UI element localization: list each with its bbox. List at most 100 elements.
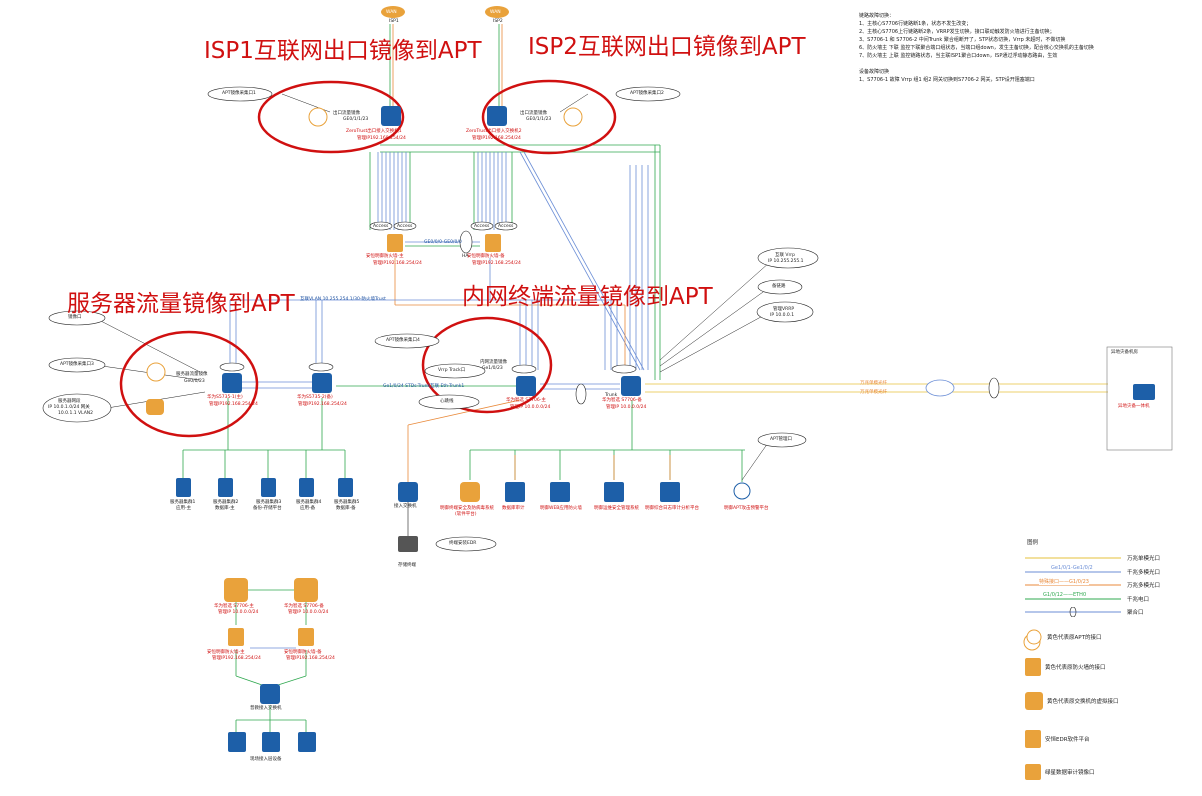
callout-ellipses bbox=[42, 86, 1000, 552]
legend-line-label-3: 特殊接口——G1/0/23 bbox=[1039, 578, 1089, 585]
notes-heading-link: 链路故障切换： bbox=[859, 13, 895, 19]
egress-switch-1[interactable] bbox=[381, 106, 401, 126]
waf-icon[interactable] bbox=[550, 482, 570, 502]
access-switch-label: 接入交换机 bbox=[394, 504, 417, 509]
terminal-icon[interactable] bbox=[398, 536, 418, 552]
lower-core-a-icon[interactable] bbox=[224, 578, 248, 602]
notes-line: 2、主核心S7706上行链路断2条，VRRP发生切换，接口联动触发防火墙进行主备… bbox=[859, 29, 1055, 35]
server-switch-1[interactable] bbox=[222, 373, 242, 393]
remote-room-box bbox=[1106, 346, 1173, 451]
isp1-mirror-ellipse bbox=[257, 80, 405, 154]
core-switch-1-name: 华为智选 S7706-主 bbox=[506, 398, 546, 403]
server-5-icon[interactable] bbox=[338, 478, 353, 497]
legend-line-3 bbox=[1025, 584, 1121, 586]
field-device-2-icon[interactable] bbox=[262, 732, 280, 752]
callout-apt-mgmt: APT管理口 bbox=[770, 437, 793, 442]
intranet-mirror-headline: 内网终端流量镜像到APT bbox=[462, 284, 713, 310]
log-audit-icon[interactable] bbox=[660, 482, 680, 502]
apt-probe-1-label: APT镜像采集口1 bbox=[222, 91, 256, 96]
apt-probe-3-label: APT镜像采集口3 bbox=[60, 362, 94, 367]
core-switch-2-name: 华为智选 S7706-备 bbox=[602, 398, 642, 403]
lower-core-a-ip: 管理IP 10.0.0.0/24 bbox=[218, 610, 259, 615]
apt-probe-icons bbox=[146, 107, 1041, 651]
legend-edr-icon bbox=[1025, 730, 1041, 748]
vrrp-track-label: Vrrp Track口 bbox=[438, 368, 466, 373]
legend-switch-icon bbox=[1025, 692, 1043, 710]
legend-line-label-2: Ge1/0/1-Ge1/0/2 bbox=[1051, 565, 1093, 571]
legend-line-1 bbox=[1025, 557, 1121, 559]
mirror-highlight-ellipses bbox=[119, 79, 617, 438]
platform-2-name: 数据库审计 bbox=[502, 506, 525, 511]
core-switch-1[interactable] bbox=[516, 376, 536, 396]
remote-room-label: 异地灾备机房 bbox=[1111, 350, 1138, 355]
isp2-mirror-headline: ISP2互联网出口镜像到APT bbox=[528, 34, 806, 60]
trunk-label: Trunk bbox=[605, 393, 618, 398]
server-switch-1-ip: 管理IP192.168.254/24 bbox=[209, 402, 258, 407]
isp2-mirror-ellipse bbox=[481, 79, 617, 155]
lower-core-b-icon[interactable] bbox=[294, 578, 318, 602]
server-3-role: 备份-存储平台 bbox=[253, 506, 282, 511]
legend-line-5 bbox=[1025, 607, 1121, 617]
egress-switch-2-ip: 管理IP192.168.254/24 bbox=[472, 136, 521, 141]
callout-mgmt-vrrp-ip: IP 10.0.0.1 bbox=[770, 313, 795, 318]
intranet-mirror-ellipse bbox=[421, 316, 553, 414]
legend-title: 图例 bbox=[1027, 540, 1039, 546]
access-badge: Access bbox=[373, 224, 389, 229]
lower-fw-a-name: 安恒明御防火墙-主 bbox=[207, 650, 245, 655]
notes-heading-device: 设备故障切换 bbox=[859, 69, 890, 75]
apt-probe-2-icon bbox=[563, 107, 583, 127]
access-switch[interactable] bbox=[398, 482, 418, 502]
legend-desc-1: 万兆单模光口 bbox=[1127, 556, 1161, 562]
firewall-main[interactable] bbox=[387, 234, 403, 252]
callout-standby: 备链路 bbox=[772, 284, 786, 289]
platform-5-name: 明御综合日志审计分析平台 bbox=[645, 506, 699, 511]
egress-switch-2-name: ZeroTrust出口接入交换机2 bbox=[466, 129, 522, 134]
server-switch-2[interactable] bbox=[312, 373, 332, 393]
lower-fw-a-icon[interactable] bbox=[228, 628, 244, 646]
remote-device-icon[interactable] bbox=[1133, 384, 1155, 400]
core-mirror-label: 内网流量镜像 bbox=[480, 360, 507, 365]
server-mirror-headline: 服务器流量镜像到APT bbox=[67, 291, 295, 317]
server-switch-2-name: 华为S5735-2(备) bbox=[297, 395, 333, 400]
data-audit-mirror-device[interactable] bbox=[146, 399, 164, 415]
server-1-role: 应用-主 bbox=[176, 506, 192, 511]
firewall-main-ip: 管理IP192.168.254/24 bbox=[373, 261, 422, 266]
firewall-backup[interactable] bbox=[485, 234, 501, 252]
legend-desc-2: 千兆多模光口 bbox=[1127, 570, 1161, 576]
firewall-backup-name: 安恒明御防火墙-备 bbox=[467, 254, 505, 259]
bastion-icon[interactable] bbox=[604, 482, 624, 502]
ha-badge: HA bbox=[462, 254, 469, 259]
terminal-label: 存储终端 bbox=[398, 563, 416, 568]
lower-fw-b-icon[interactable] bbox=[298, 628, 314, 646]
legend-desc-3: 万兆多模光口 bbox=[1127, 583, 1161, 589]
edr-platform-icon[interactable] bbox=[460, 482, 480, 502]
field-devices-label: 现场接入层设备 bbox=[250, 757, 282, 762]
wan-right-label: ISP2 bbox=[493, 19, 503, 24]
platform-3-name: 明御WEB应用防火墙 bbox=[540, 506, 582, 511]
server-3-icon[interactable] bbox=[261, 478, 276, 497]
notes-line: 7、防火墙主 上联 监控链路状态，当主联ISP1聚合口down，ISP通过浮动静… bbox=[859, 53, 1058, 59]
server-4-icon[interactable] bbox=[299, 478, 314, 497]
server-switch-1-name: 华为S5735-1(主) bbox=[207, 395, 243, 400]
field-device-1-icon[interactable] bbox=[228, 732, 246, 752]
access-badge: Access bbox=[397, 224, 413, 229]
field-device-3-icon[interactable] bbox=[298, 732, 316, 752]
server-4-role: 应用-备 bbox=[300, 506, 316, 511]
legend-line-4 bbox=[1025, 598, 1121, 600]
server-1-icon[interactable] bbox=[176, 478, 191, 497]
db-audit-icon[interactable] bbox=[505, 482, 525, 502]
server-mirror-ellipse bbox=[119, 330, 259, 438]
server-2-role: 数据库-主 bbox=[215, 506, 235, 511]
server-3-name: 服务器集群3 bbox=[256, 500, 282, 505]
platform-1-sub: (软件平台) bbox=[455, 512, 477, 517]
notes-line: 3、S7706-1 和 S7706-2 中间Trunk 聚合组断开了，STP状态… bbox=[859, 37, 1066, 43]
core-switch-2[interactable] bbox=[621, 376, 641, 396]
apt-probe-2-label: APT镜像采集口2 bbox=[630, 91, 664, 96]
lower-access-switch[interactable] bbox=[260, 684, 280, 704]
legend-line-2 bbox=[1025, 571, 1121, 573]
isp1-mirror-headline: ISP1互联网出口镜像到APT bbox=[204, 38, 482, 64]
server-2-icon[interactable] bbox=[218, 478, 233, 497]
egress-switch-2[interactable] bbox=[487, 106, 507, 126]
lower-core-a-name: 华为智选 S7706-主 bbox=[214, 604, 254, 609]
